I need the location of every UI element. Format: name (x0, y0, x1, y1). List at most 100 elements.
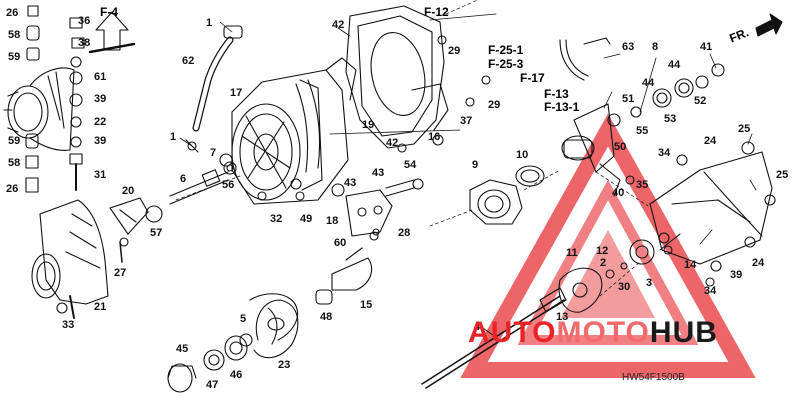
callout: 31 (94, 169, 107, 181)
ref-mark: F-13 (544, 87, 569, 101)
bolts (56, 35, 756, 314)
callout: 1 (170, 131, 177, 143)
callout: 18 (326, 215, 339, 227)
front-direction-arrow (755, 13, 783, 37)
callout: 30 (618, 281, 631, 293)
callout: 29 (488, 99, 501, 111)
impeller (249, 293, 299, 359)
left-small-parts (25, 5, 136, 193)
callout: 29 (448, 45, 461, 57)
ref-mark: F-17 (520, 71, 545, 85)
callout: 55 (636, 125, 649, 137)
pump-cover (469, 165, 545, 225)
callout: 24 (752, 257, 765, 269)
diagram-code: HW54F1500B (622, 372, 685, 383)
callout: 25 (738, 123, 751, 135)
callout: 24 (704, 135, 717, 147)
impeller-cone (109, 197, 149, 235)
callout: 20 (122, 185, 135, 197)
callout: 59 (8, 51, 21, 63)
callout: 10 (516, 149, 529, 161)
deflector-plate (331, 257, 373, 291)
callout: 61 (94, 71, 107, 83)
callout: 62 (182, 55, 195, 67)
callout: 27 (114, 267, 127, 279)
drive-shaft-short (169, 139, 237, 205)
ref-mark: F-25-1 (488, 43, 524, 57)
callout: 12 (596, 245, 609, 257)
callout: 28 (398, 227, 411, 239)
ref-mark: F-12 (424, 5, 449, 19)
callout: 42 (386, 137, 399, 149)
drive-shaft-long (421, 287, 567, 389)
mount-bracket (3, 67, 75, 151)
callout: 39 (94, 135, 107, 147)
watermark-part-hub: HUB (649, 316, 718, 349)
callout: 21 (94, 301, 107, 313)
callout: 36 (78, 15, 91, 27)
callout: 6 (180, 173, 187, 185)
callout: 34 (704, 285, 717, 297)
watermark-text: AUTOMOTOHUB (468, 318, 718, 348)
callout: 53 (664, 113, 677, 125)
callout: 9 (472, 159, 479, 171)
callout: 41 (700, 41, 713, 53)
callout: 58 (8, 29, 21, 41)
callout: 8 (652, 41, 659, 53)
callout: 19 (362, 119, 375, 131)
callout: 43 (344, 177, 357, 189)
callout: 63 (622, 41, 635, 53)
callout: 17 (230, 87, 243, 99)
callout: 34 (658, 147, 671, 159)
callout: 59 (8, 135, 21, 147)
callout: 39 (730, 269, 743, 281)
callout: 60 (334, 237, 347, 249)
callout: 5 (240, 313, 247, 325)
callout: 33 (62, 319, 75, 331)
callout: 15 (360, 299, 373, 311)
alignment-lines (175, 0, 649, 297)
reverse-assembly (559, 37, 725, 197)
callout: 43 (372, 167, 385, 179)
callout: 4 (474, 321, 481, 333)
callout: 44 (642, 77, 655, 89)
callout: 38 (78, 37, 91, 49)
callout: 32 (270, 213, 283, 225)
callout: 45 (176, 343, 189, 355)
callout: 35 (636, 179, 649, 191)
callout: 49 (300, 213, 313, 225)
callout: 51 (622, 93, 635, 105)
callout: 1 (206, 17, 213, 29)
callout: 13 (556, 311, 569, 323)
callout: 57 (150, 227, 163, 239)
callout: 3 (646, 277, 653, 289)
callout: 40 (612, 187, 625, 199)
callout: 22 (94, 116, 107, 128)
f4-up-arrow (95, 11, 129, 51)
callout: 48 (320, 311, 333, 323)
callout: 50 (614, 141, 627, 153)
callout: 54 (404, 159, 417, 171)
callout: 23 (278, 359, 291, 371)
callout: 2 (600, 257, 607, 269)
callout: 26 (6, 183, 19, 195)
callout: 16 (428, 131, 441, 143)
ride-plate-housing (31, 199, 109, 319)
impeller-hub (558, 232, 673, 313)
callout: 44 (668, 59, 681, 71)
callout: 11 (566, 247, 578, 259)
ref-mark: F-4 (100, 5, 118, 19)
callout: 52 (694, 95, 707, 107)
callout: 25 (776, 169, 789, 181)
leader-lines (179, 13, 757, 341)
callout: 42 (332, 19, 345, 31)
watermark-part-auto: AUTO (468, 316, 557, 349)
bearing-set (167, 289, 333, 393)
callout: 47 (206, 379, 219, 391)
callout: 7 (210, 147, 217, 159)
callout: 58 (8, 157, 21, 169)
callout: 39 (94, 93, 107, 105)
coolant-hose (192, 25, 243, 132)
